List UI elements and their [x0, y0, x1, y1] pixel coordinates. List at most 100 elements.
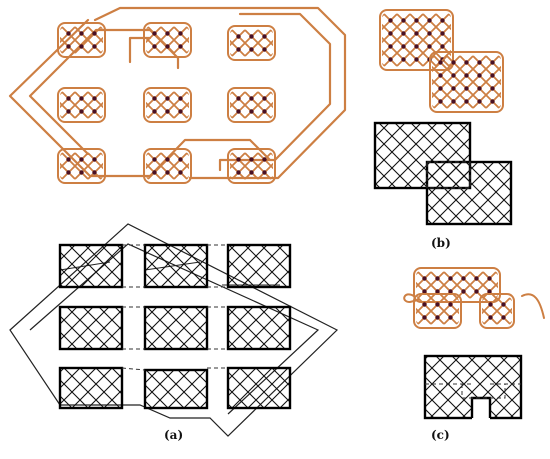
kolam-b-upper-lattice [382, 13, 451, 67]
kolam-dot [262, 109, 267, 114]
kolam-dot [388, 18, 393, 23]
kolam-c-left-tail [403, 293, 419, 304]
kolam-a-block-5-lattice [230, 91, 273, 119]
kolam-dot [66, 44, 71, 49]
kolam-a-block-6-outline [57, 148, 106, 184]
kolam-dot [422, 289, 427, 294]
kolam-c-lower-right-lattice [482, 297, 512, 325]
grid-a-block-6-hatch [60, 368, 122, 408]
kolam-dot [79, 31, 84, 36]
kolam-dot [487, 289, 492, 294]
kolam-a-block-2-outline [227, 25, 276, 61]
grid-c-notch-fill [472, 398, 490, 420]
kolam-dot [464, 73, 469, 78]
kolam-dot [152, 170, 157, 175]
grid-a-block-1 [143, 243, 209, 289]
kolam-dot [414, 31, 419, 36]
kolam-dot [79, 157, 84, 162]
grid-a-block-4 [143, 305, 209, 351]
kolam-dot [92, 170, 97, 175]
kolam-dot [461, 276, 466, 281]
kolam-dot [501, 302, 506, 307]
grid-b-upper-outline [373, 121, 472, 190]
kolam-dot [490, 60, 495, 65]
kolam-dot [262, 47, 267, 52]
kolam-dot [165, 44, 170, 49]
grid-c-dashes [425, 383, 521, 399]
kolam-dot [435, 302, 440, 307]
kolam-dot [438, 73, 443, 78]
kolam-a-block-1-outline [143, 22, 192, 58]
kolam-c-right-tail [521, 293, 545, 319]
kolam-dot [451, 99, 456, 104]
kolam-dot [422, 315, 427, 320]
kolam-dot [66, 157, 71, 162]
kolam-c-lower-left-outline [413, 293, 462, 329]
kolam-c-upper-outline [413, 267, 501, 303]
grid-a-block-0 [58, 243, 124, 289]
grid-b-diagram [373, 121, 513, 226]
grid-a-block-2 [226, 243, 292, 289]
kolam-dot [451, 73, 456, 78]
kolam-a-block-3-outline [57, 87, 106, 123]
kolam-a-block-5 [227, 87, 276, 123]
caption-b: (b) [431, 236, 451, 250]
grid-c-diagram [423, 354, 523, 420]
grid-a-diagram [9, 223, 339, 437]
kolam-c-lower-right [479, 293, 515, 329]
kolam-dot [92, 44, 97, 49]
kolam-dot [477, 60, 482, 65]
grid-a-block-7 [143, 368, 209, 410]
kolam-dot [448, 289, 453, 294]
kolam-dot [448, 315, 453, 320]
kolam-c-pattern [403, 267, 545, 329]
kolam-a-main-thread [8, 6, 347, 180]
kolam-dot [451, 86, 456, 91]
kolam-dot [388, 44, 393, 49]
kolam-a-block-4-lattice [146, 91, 189, 119]
kolam-dot [79, 96, 84, 101]
kolam-dot [464, 86, 469, 91]
kolam-a-block-3 [57, 87, 106, 123]
kolam-dot [422, 276, 427, 281]
kolam-dot [152, 96, 157, 101]
kolam-dot [92, 109, 97, 114]
kolam-dot [178, 157, 183, 162]
kolam-dot [388, 31, 393, 36]
kolam-dot [92, 31, 97, 36]
kolam-dot [152, 31, 157, 36]
grid-a-block-7-hatch [145, 370, 207, 408]
kolam-dot [236, 157, 241, 162]
caption-c: (c) [431, 428, 450, 442]
kolam-dot [464, 60, 469, 65]
kolam-a-block-2 [227, 25, 276, 61]
kolam-dot [152, 44, 157, 49]
kolam-dot [401, 57, 406, 62]
grid-c-notch [470, 396, 492, 418]
kolam-dot [448, 302, 453, 307]
kolam-dot [262, 157, 267, 162]
kolam-dot [401, 44, 406, 49]
kolam-a-block-5-outline [227, 87, 276, 123]
grid-a-dash-8 [121, 367, 146, 371]
kolam-a-block-1 [143, 22, 192, 58]
kolam-a-block-3-lattice [60, 91, 103, 119]
grid-a-block-8-hatch [228, 368, 290, 408]
kolam-dot [501, 315, 506, 320]
grid-a-block-5-outline [226, 305, 292, 351]
grid-a-block-7-outline [143, 368, 209, 410]
kolam-dot [262, 96, 267, 101]
kolam-dot [438, 99, 443, 104]
grid-b-lower-hatch [427, 162, 511, 224]
kolam-a-block-8-lattice [230, 152, 273, 180]
kolam-dot [178, 96, 183, 101]
kolam-dot [477, 86, 482, 91]
kolam-a-block-8 [227, 148, 276, 184]
kolam-a-block-8-outline [227, 148, 276, 184]
grid-a-block-1-hatch [145, 245, 207, 287]
kolam-dot [249, 170, 254, 175]
grid-a-block-2-outline [226, 243, 292, 289]
kolam-dot [435, 289, 440, 294]
kolam-c-upper-lattice [416, 271, 498, 299]
kolam-dot [262, 34, 267, 39]
